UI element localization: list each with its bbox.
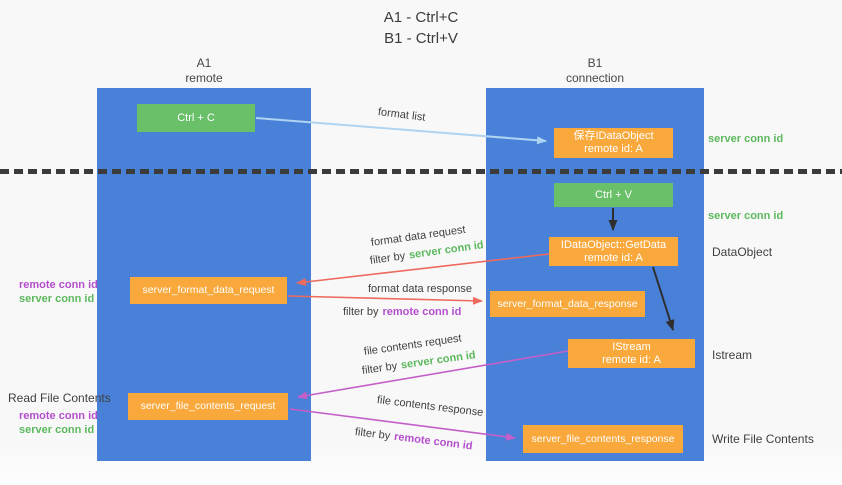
save-idataobject-line2: remote id: A [584,143,643,155]
remote-conn-id-text: remote conn id [382,306,462,318]
server-file-contents-request-label: server_file_contents_request [140,400,276,412]
idataobject-getdata-box: IDataObject::GetData remote id: A [549,237,678,266]
getdata-to-istream-arrow [652,266,675,331]
save-idataobject-line1: 保存IDataObject [573,130,654,142]
column-b1-subtitle: connection [565,71,625,85]
istream-line2: remote id: A [602,353,661,366]
server-conn-id-label-left-1: server conn id [19,293,95,305]
page-title: A1 - Ctrl+C B1 - Ctrl+V [0,7,842,49]
column-b1-name: B1 [587,56,603,70]
ctrl-c-label: Ctrl + C [177,111,215,124]
getdata-line1: IDataObject::GetData [560,238,667,251]
server-format-data-response-box: server_format_data_response [490,291,645,317]
server-conn-id-label-right-1: server conn id [708,133,784,145]
server-conn-id-label-left-2: server conn id [19,424,95,436]
server-format-data-response-label: server_format_data_response [497,297,638,310]
ctrl-v-label: Ctrl + V [595,188,632,201]
server-format-data-request-box: server_format_data_request [130,277,287,304]
write-file-contents-label: Write File Contents [712,432,814,446]
title-line-2: B1 - Ctrl+V [384,30,458,47]
remote-conn-id-label-left-2: remote conn id [19,410,98,422]
server-file-contents-response-box: server_file_contents_response [523,425,683,453]
column-header-a1: A1 remote [134,56,274,86]
file-contents-response-arrow [289,408,516,441]
ctrl-v-box: Ctrl + V [554,183,673,207]
istream-side-label: Istream [712,348,753,362]
column-a1-name: A1 [196,56,212,70]
filter-by-text: filter by [343,306,379,318]
ctrl-c-box: Ctrl + C [137,104,255,132]
format-data-request-arrow [296,253,550,286]
file-contents-request-arrow [297,350,569,400]
save-idataobject-box: 保存IDataObject remote id: A [554,128,673,158]
format-data-response-label: format data response [368,283,472,295]
getdata-line2: remote id: A [584,251,643,264]
server-file-contents-response-label: server_file_contents_response [531,432,675,445]
format-list-arrow [255,117,547,145]
title-line-1: A1 - Ctrl+C [383,9,459,26]
remote-conn-id-label-left-1: remote conn id [19,279,98,291]
istream-box: IStream remote id: A [568,339,695,368]
server-file-contents-request-box: server_file_contents_request [128,393,288,420]
column-header-b1: B1 connection [525,56,665,86]
dashed-divider [0,169,842,174]
server-format-data-request-label: server_format_data_request [142,284,275,296]
format-data-response-arrow [287,295,483,305]
istream-line1: IStream [612,340,651,353]
dataobject-label: DataObject [712,245,773,259]
column-a1-subtitle: remote [185,71,223,85]
server-conn-id-label-right-2: server conn id [708,210,784,222]
read-file-contents-label: Read File Contents [8,391,111,405]
